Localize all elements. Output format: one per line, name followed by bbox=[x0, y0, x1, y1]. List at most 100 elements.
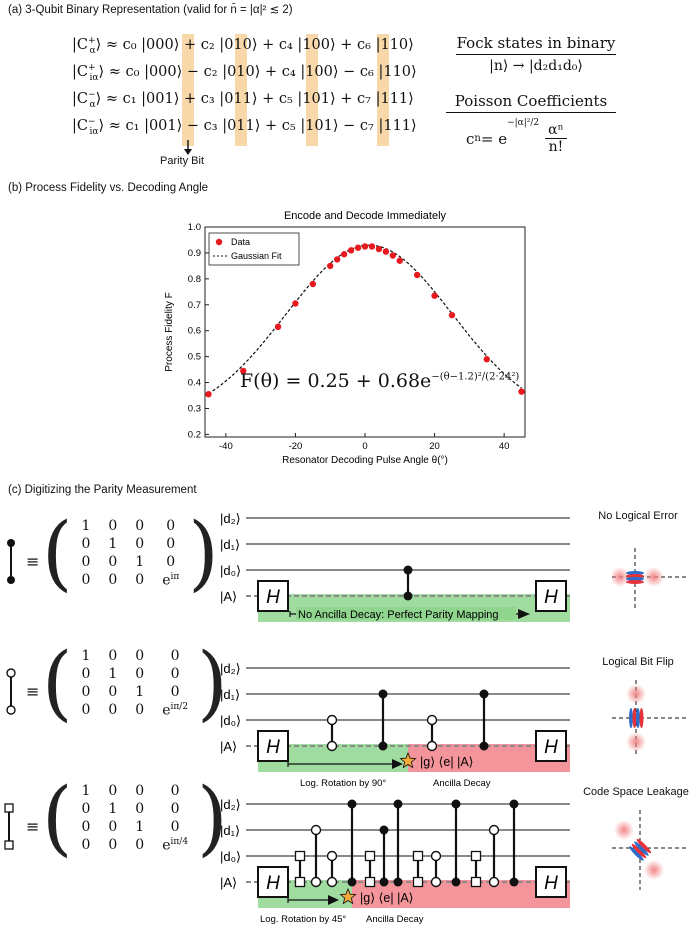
outcome-label-1: No Logical Error bbox=[598, 510, 678, 522]
x-axis-label: Resonator Decoding Pulse Angle θ(°) bbox=[282, 455, 448, 466]
control-dot bbox=[379, 825, 389, 835]
open-control-dot bbox=[488, 824, 500, 836]
hadamard-left bbox=[257, 866, 289, 898]
equation-row: |C+iα⟩ ≈ c₀ |000⟩ − c₂ |010⟩ + c₄ |100⟩ … bbox=[72, 63, 417, 83]
data-point bbox=[431, 292, 438, 299]
cz-quarter-pi-gate-icon bbox=[4, 803, 14, 850]
cz-half-pi-gate-icon bbox=[6, 668, 16, 715]
data-point bbox=[205, 391, 212, 398]
open-control-dot bbox=[430, 850, 442, 862]
control-dot bbox=[393, 799, 403, 809]
fock-expression: |n⟩ → |d₂d₁d₀⟩ bbox=[489, 58, 583, 74]
parity-bit-arrow bbox=[184, 140, 192, 155]
wire-label: |d₁⟩ bbox=[220, 537, 240, 552]
wire-label: |A⟩ bbox=[220, 589, 237, 604]
data-point bbox=[448, 311, 456, 319]
wire-label: |A⟩ bbox=[220, 739, 237, 754]
y-tick-label: 0.8 bbox=[188, 274, 201, 285]
data-point bbox=[368, 243, 376, 250]
decay-star-icon bbox=[339, 887, 357, 905]
y-tick-label: 0.2 bbox=[188, 429, 201, 440]
y-tick-label: 1.0 bbox=[188, 222, 201, 233]
equiv-sign: ≡ bbox=[26, 682, 40, 701]
wire-label: |d₂⟩ bbox=[220, 661, 241, 676]
control-dot bbox=[378, 689, 388, 699]
open-control-dot bbox=[326, 876, 338, 888]
data-point bbox=[413, 271, 421, 279]
parity-highlight-1 bbox=[182, 34, 194, 146]
hadamard-right bbox=[535, 580, 567, 612]
open-control-dot bbox=[326, 714, 338, 726]
control-dot bbox=[347, 877, 357, 887]
wire-label: |d₂⟩ bbox=[220, 511, 241, 526]
hadamard-left-label: H bbox=[266, 587, 280, 608]
data-point bbox=[347, 247, 355, 254]
section-a-title: (a) 3-Qubit Binary Representation (valid… bbox=[8, 4, 293, 16]
hadamard-right-label: H bbox=[544, 587, 558, 608]
wire-label: |d₁⟩ bbox=[220, 687, 240, 702]
square-control bbox=[470, 850, 482, 862]
wire-label: |d₁⟩ bbox=[220, 823, 240, 838]
control-dot bbox=[479, 689, 489, 699]
parity-highlight-4 bbox=[377, 34, 389, 146]
control-dot bbox=[403, 565, 413, 575]
hadamard-left bbox=[257, 580, 289, 612]
outcome-label-3: Code Space Leakage bbox=[583, 786, 689, 798]
open-control-dot bbox=[426, 740, 438, 752]
decay-star-icon bbox=[399, 751, 417, 769]
y-tick-label: 0.4 bbox=[188, 378, 201, 389]
y-axis-label: Process Fidelity F bbox=[164, 292, 175, 371]
decay-label: Ancilla Decay bbox=[433, 778, 491, 789]
open-control-dot bbox=[426, 714, 438, 726]
x-tick-label: 0 bbox=[362, 441, 367, 452]
y-tick-label: 0.5 bbox=[188, 352, 201, 363]
data-point bbox=[483, 356, 490, 363]
data-point bbox=[389, 252, 397, 259]
hadamard-left-label: H bbox=[266, 737, 280, 758]
parity-bit-label: Parity Bit bbox=[160, 155, 205, 167]
wire-label: |d₀⟩ bbox=[220, 849, 241, 864]
data-point bbox=[333, 256, 341, 263]
equiv-sign: ≡ bbox=[26, 817, 40, 836]
x-tick-label: -40 bbox=[219, 441, 233, 452]
fit-formula: F(θ) = 0.25 + 0.68e−(θ−1.2)²/(2·24²) bbox=[240, 370, 520, 392]
equation-row: |C−iα⟩ ≈ c₁ |001⟩ − c₃ |011⟩ + c₅ |101⟩ … bbox=[72, 117, 417, 137]
square-control bbox=[470, 876, 482, 888]
data-point bbox=[340, 251, 348, 258]
y-tick-label: 0.3 bbox=[188, 403, 201, 414]
data-point bbox=[327, 262, 334, 270]
wire-label: |d₀⟩ bbox=[220, 713, 241, 728]
hadamard-left bbox=[257, 730, 289, 762]
legend-box bbox=[208, 232, 300, 266]
gaussian-fit-line bbox=[208, 244, 522, 395]
parity-highlight-3 bbox=[306, 34, 318, 146]
control-dot bbox=[378, 741, 388, 751]
decay-projector: |g⟩ ⟨e| |A⟩ bbox=[420, 755, 474, 769]
control-dot bbox=[509, 877, 519, 887]
phase-space-bit-flip bbox=[612, 680, 686, 756]
decay-projector: |g⟩ ⟨e| |A⟩ bbox=[360, 891, 414, 905]
parity-highlight-2 bbox=[235, 34, 247, 146]
control-dot bbox=[479, 741, 489, 751]
open-control-dot bbox=[430, 876, 442, 888]
control-dot bbox=[393, 877, 403, 887]
y-tick-label: 0.7 bbox=[188, 300, 201, 311]
open-control-dot bbox=[488, 876, 500, 888]
control-dot bbox=[451, 877, 461, 887]
control-dot bbox=[379, 877, 389, 887]
phase-space-leakage bbox=[612, 810, 688, 890]
equiv-sign: ≡ bbox=[26, 552, 40, 571]
rotation-label: Log. Rotation by 90° bbox=[300, 778, 386, 789]
data-point bbox=[274, 323, 282, 331]
legend-data-label: Data bbox=[231, 237, 250, 247]
control-dot bbox=[509, 799, 519, 809]
data-point bbox=[354, 244, 362, 251]
open-control-dot bbox=[310, 824, 322, 836]
